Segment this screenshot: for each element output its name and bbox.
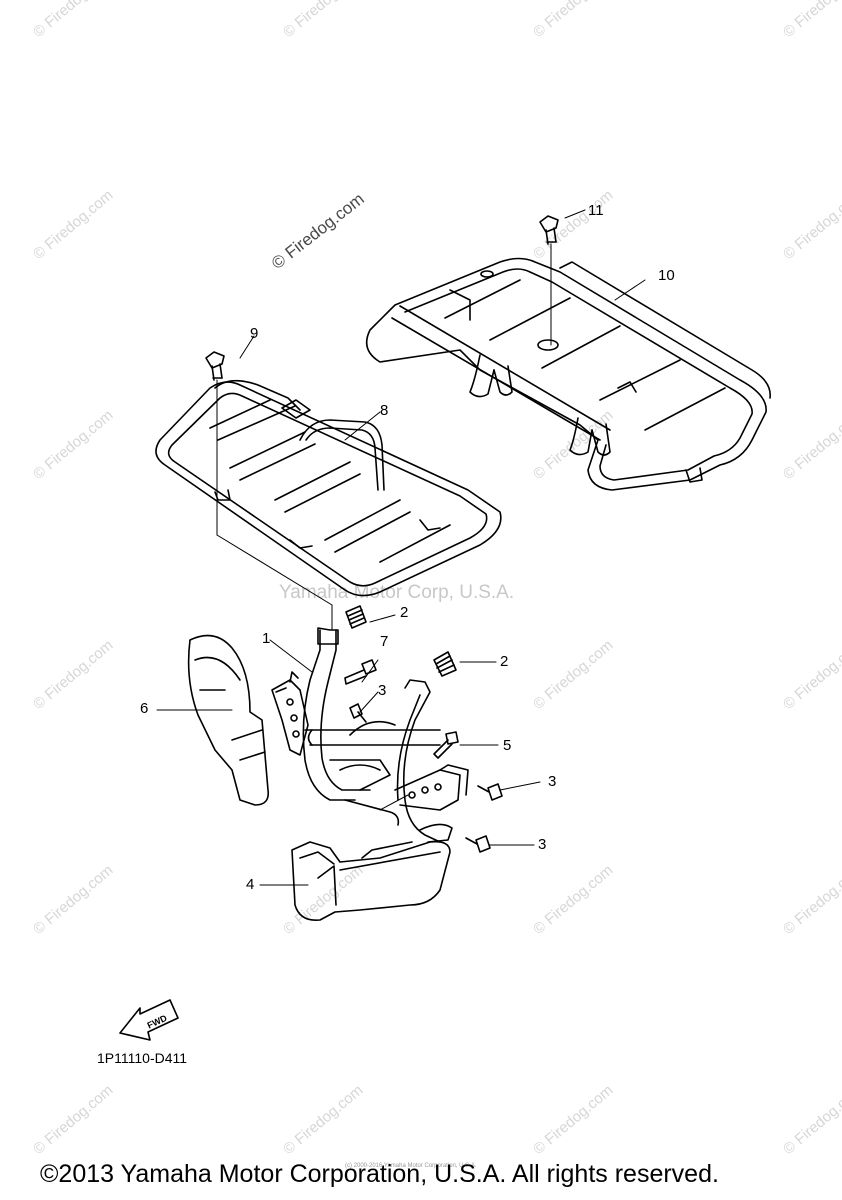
bumper-pad-4 — [291, 840, 451, 922]
callout-1: 1 — [262, 630, 271, 647]
front-guard — [302, 627, 469, 843]
grommet-2a — [345, 605, 367, 629]
rear-carrier — [365, 257, 771, 491]
callout-3b: 3 — [548, 773, 557, 790]
front-carrier — [155, 379, 502, 597]
callout-11: 11 — [588, 202, 604, 219]
callout-6: 6 — [140, 700, 149, 717]
callout-4: 4 — [246, 876, 255, 893]
bolt-3a — [349, 703, 367, 723]
bolt-3b — [477, 783, 503, 801]
fwd-arrow-icon — [119, 999, 179, 1041]
copyright-footer: ©2013 Yamaha Motor Corporation, U.S.A. A… — [40, 1160, 719, 1188]
bumper-pad-6 — [187, 634, 270, 806]
callout-10: 10 — [658, 267, 675, 284]
callout-3c: 3 — [538, 836, 547, 853]
bolt-7 — [344, 659, 377, 685]
callout-8: 8 — [380, 402, 389, 419]
bolt-5 — [433, 731, 459, 759]
callout-5: 5 — [503, 737, 512, 754]
bolt-9 — [205, 351, 225, 381]
leader-lines — [156, 209, 646, 886]
diagram-code: 1P11110-D411 — [97, 1050, 188, 1066]
callout-9: 9 — [250, 325, 259, 342]
bolt-3c — [465, 835, 491, 853]
callout-2b: 2 — [500, 653, 509, 670]
callout-3a: 3 — [378, 682, 387, 699]
grommet-2b — [433, 651, 457, 677]
bolt-11 — [539, 215, 559, 245]
watermark-corp: Yamaha Motor Corp, U.S.A. — [279, 582, 515, 603]
mounting-plate — [271, 671, 309, 756]
tiny-copyright-note: (c) 2000-2016 Yamaha Motor Corporation, … — [345, 1163, 477, 1169]
callout-7: 7 — [380, 633, 389, 650]
callout-2a: 2 — [400, 604, 409, 621]
